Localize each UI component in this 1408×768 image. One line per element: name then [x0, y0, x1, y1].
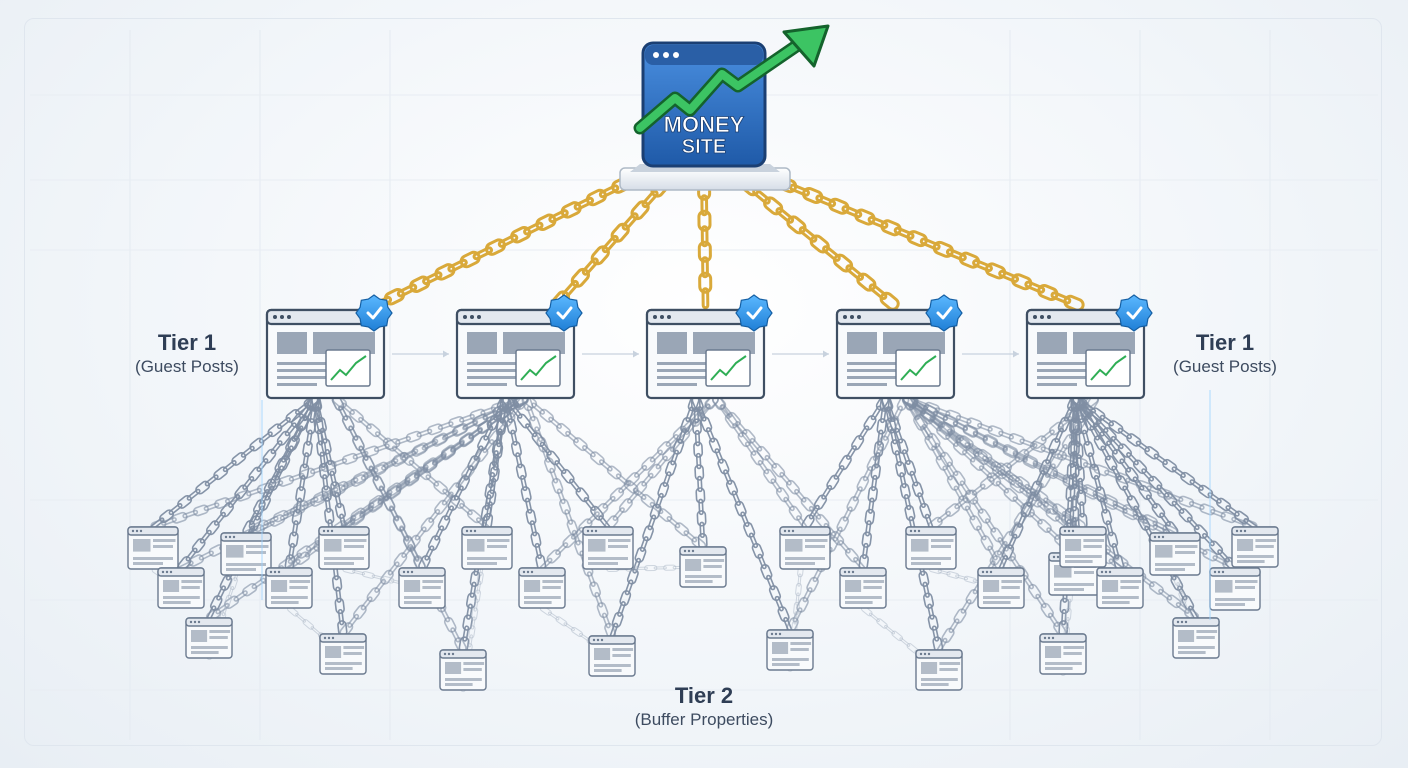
steel-chain: [242, 395, 320, 536]
tier2-card: [157, 567, 205, 609]
gold-chain: [775, 176, 1085, 312]
tier2-card: [127, 526, 179, 570]
gold-chain: [739, 177, 900, 311]
verified-badge-icon: [355, 294, 393, 332]
steel-chain: [418, 395, 510, 571]
tier2-card: [766, 629, 814, 671]
connector-arrow-icon: [1013, 350, 1019, 358]
tier2-card: [977, 567, 1025, 609]
steel-chain: [332, 394, 490, 530]
tier2-card: [1149, 532, 1201, 576]
tier2-label: Tier 2 (Buffer Properties): [584, 683, 824, 731]
gold-chain: [371, 176, 633, 310]
steel-chain: [801, 395, 890, 530]
tier2-cards: [127, 526, 1279, 691]
tier1-right-subtitle: (Guest Posts): [1173, 357, 1277, 376]
tier1-card: [645, 294, 773, 400]
tier1-left-subtitle: (Guest Posts): [135, 357, 239, 376]
steel-chain: [711, 394, 808, 530]
growth-arrow-icon: [633, 24, 830, 135]
steel-chain: [858, 395, 890, 571]
tier1-cards: [265, 294, 1153, 400]
tier1-card: [455, 294, 583, 400]
tier2-card: [318, 526, 370, 570]
tier2-card: [839, 567, 887, 609]
tier2-card: [915, 649, 963, 691]
gold-chain: [697, 178, 713, 310]
tier2-card: [1209, 567, 1261, 611]
tier1-chains: [371, 176, 1085, 312]
tier1-card: [1025, 294, 1153, 400]
tier2-card: [518, 567, 566, 609]
verified-badge-icon: [1115, 294, 1153, 332]
gold-chain: [550, 177, 670, 311]
tier2-card: [1039, 633, 1087, 675]
steel-chain: [501, 395, 547, 571]
tier2-card: [185, 617, 233, 659]
tier2-chains: [150, 393, 1258, 693]
tier2-card: [905, 526, 957, 570]
tier2-card: [319, 633, 367, 675]
tier2-card: [1059, 526, 1107, 568]
connector-arrow-icon: [633, 350, 639, 358]
tier2-card: [220, 532, 272, 576]
tier2-card: [679, 546, 727, 588]
connector-arrow-icon: [443, 350, 449, 358]
tier1-card: [835, 294, 963, 400]
tier2-subtitle: (Buffer Properties): [634, 710, 774, 729]
glow-lines: [261, 350, 1211, 620]
tier2-card: [779, 526, 831, 570]
tier1-right-label: Tier 1 (Guest Posts): [1150, 330, 1300, 378]
verified-badge-icon: [545, 294, 583, 332]
money-site: MONEY SITE: [619, 24, 830, 191]
tier2-card: [582, 526, 634, 570]
tier2-card: [461, 526, 513, 570]
steel-chain: [1072, 394, 1258, 530]
tier2-card: [588, 635, 636, 677]
tier2-card: [1172, 617, 1220, 659]
money-site-line1: MONEY: [664, 112, 745, 137]
steel-chain: [150, 393, 529, 532]
tier2-card: [1096, 567, 1144, 609]
tier2-card: [1231, 526, 1279, 568]
tier2-card: [398, 567, 446, 609]
tier1-card: [265, 294, 393, 400]
steel-chain: [1072, 394, 1239, 572]
steel-chain: [691, 395, 793, 633]
verified-badge-icon: [735, 294, 773, 332]
tier1-left-label: Tier 1 (Guest Posts): [112, 330, 262, 378]
tier2-card: [265, 567, 313, 609]
money-site-line2: SITE: [682, 136, 726, 158]
connector-arrow-icon: [823, 350, 829, 358]
tier2-title: Tier 2: [674, 683, 734, 708]
verified-badge-icon: [925, 294, 963, 332]
tier2-card: [439, 649, 487, 691]
tier1-left-title: Tier 1: [157, 330, 217, 355]
tier1-right-title: Tier 1: [1195, 330, 1255, 355]
steel-chain: [243, 394, 529, 536]
diagram-frame: [24, 18, 1382, 746]
